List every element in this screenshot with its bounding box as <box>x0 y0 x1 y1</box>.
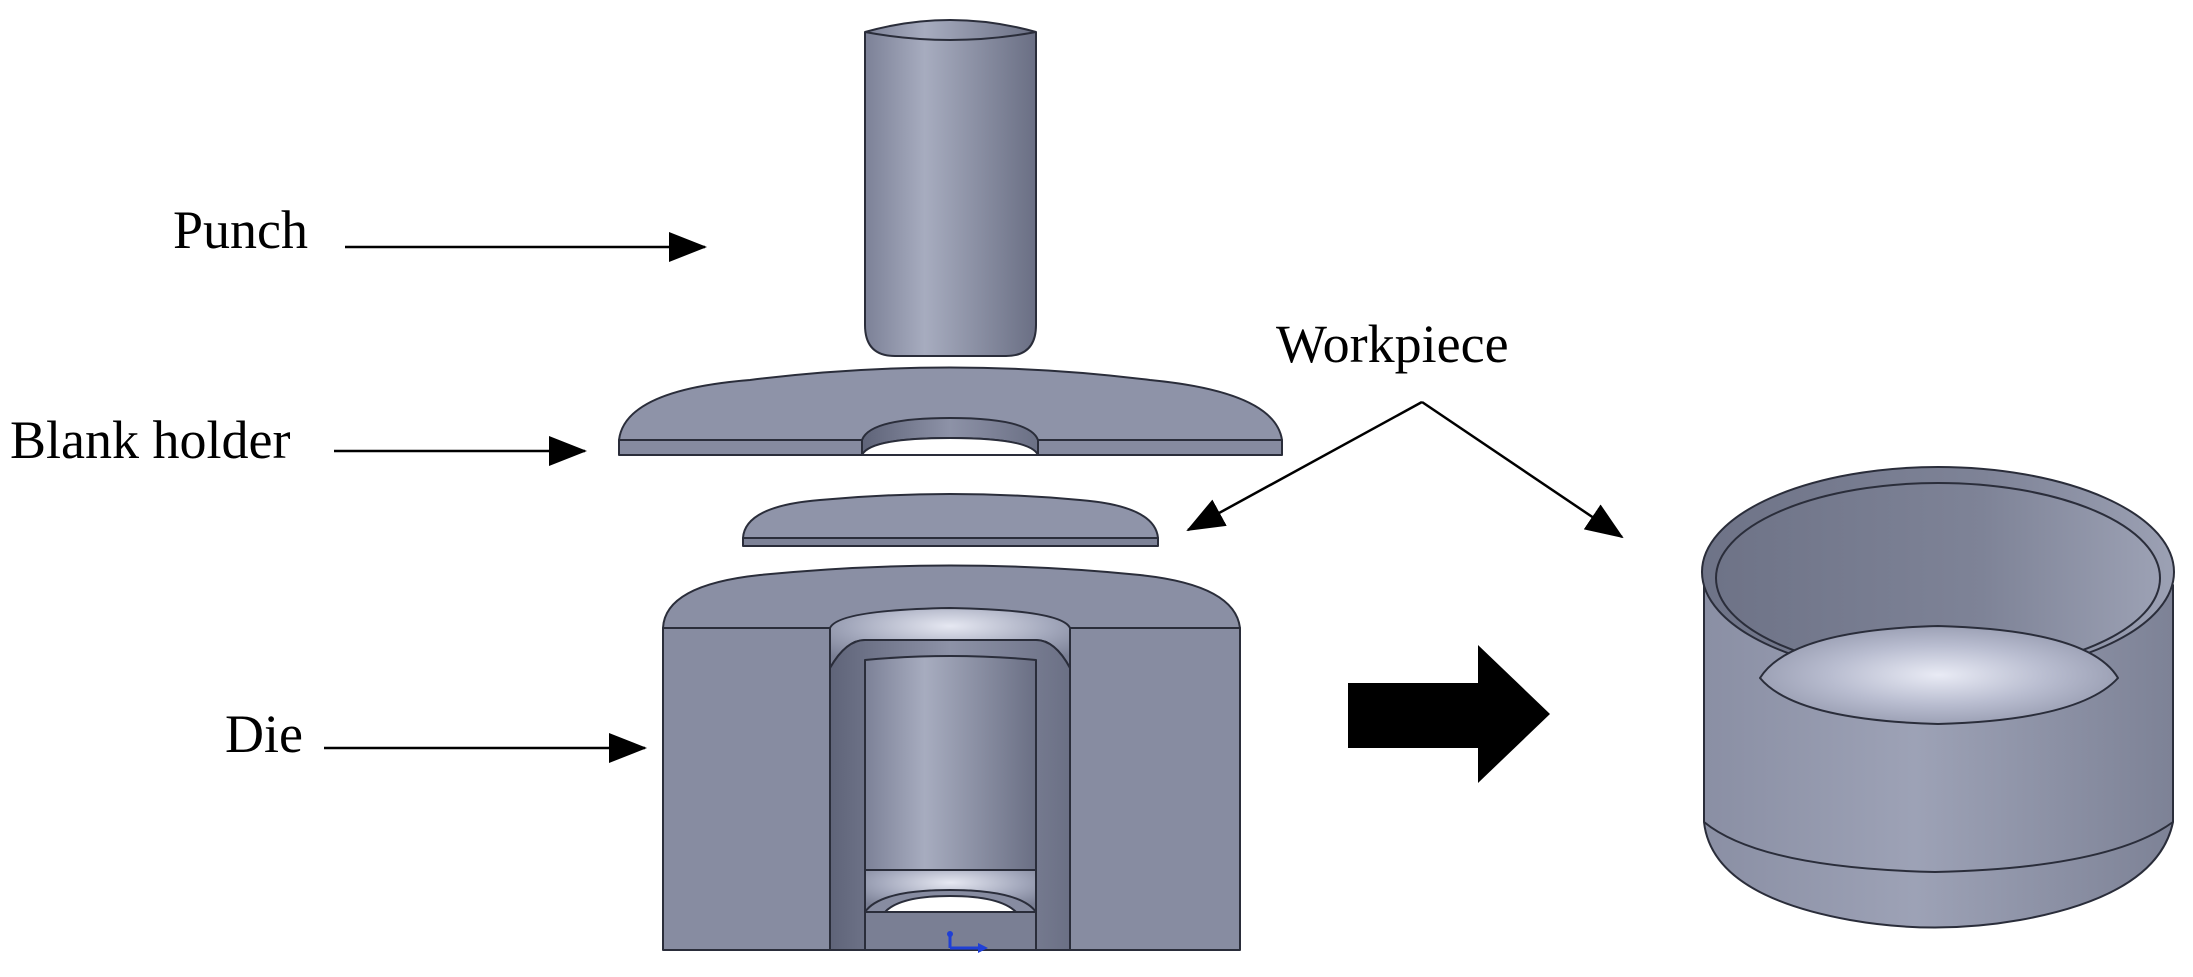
blank-holder <box>618 366 1283 456</box>
label-blank-holder: Blank holder <box>10 410 290 470</box>
label-die: Die <box>225 704 303 764</box>
workpiece-leader-arrow-left <box>1186 400 1423 532</box>
right-block-arrow-icon <box>1348 645 1550 783</box>
coordinate-triad-icon <box>947 931 988 953</box>
label-workpiece: Workpiece <box>1276 314 1509 374</box>
punch <box>864 19 1037 357</box>
label-punch: Punch <box>173 200 308 260</box>
workpiece-leader-arrow-right <box>1421 400 1624 539</box>
die <box>662 564 1241 953</box>
blank-workpiece <box>742 493 1159 547</box>
drawn-cup <box>1701 466 2175 929</box>
